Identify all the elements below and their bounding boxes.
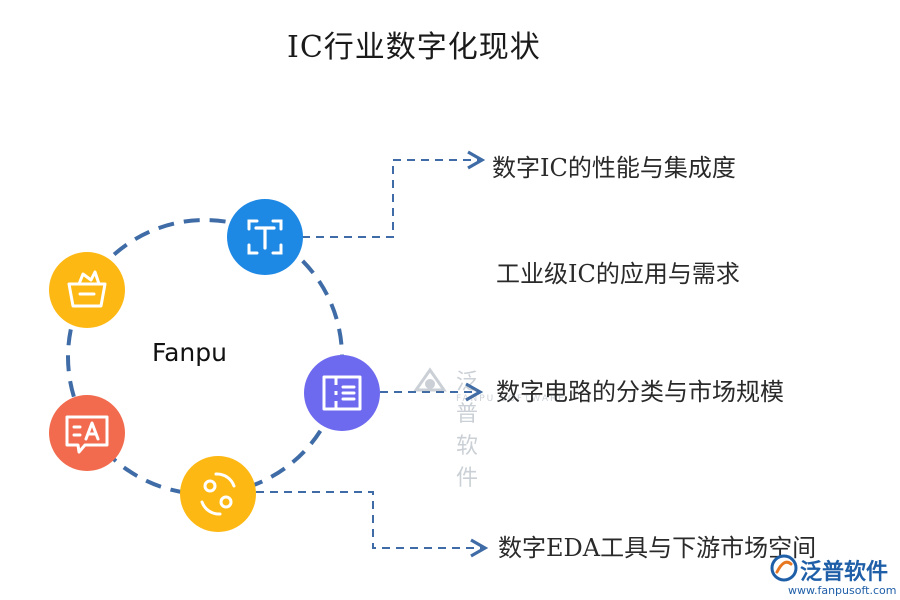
- brand-name: 泛普软件: [800, 560, 889, 585]
- watermark-name: 泛普软件: [456, 370, 479, 491]
- node-basket: [49, 252, 125, 328]
- node-text-t: [227, 199, 303, 275]
- diagram-title: IC行业数字化现状: [287, 30, 541, 65]
- item-label-4: 数字EDA工具与下游市场空间: [498, 534, 817, 562]
- node-ticket: [304, 355, 380, 431]
- exchange-cycle-icon: [180, 456, 256, 532]
- center-label: Fanpu: [152, 338, 227, 367]
- item-label-1: 数字IC的性能与集成度: [492, 154, 736, 182]
- item-label-2: 工业级IC的应用与需求: [496, 260, 740, 288]
- connector-1: [302, 150, 486, 238]
- node-cycle: [180, 456, 256, 532]
- shopping-basket-icon: [49, 252, 125, 328]
- item-label-3: 数字电路的分类与市场规模: [496, 378, 784, 406]
- text-t-icon: [227, 199, 303, 275]
- brand-url: www.fanpusoft.com: [788, 584, 897, 597]
- brand-logo-icon: [770, 554, 798, 582]
- ticket-list-icon: [304, 355, 380, 431]
- chat-translate-icon: [49, 395, 125, 471]
- connector-4: [256, 491, 489, 558]
- brand-logo: 泛普软件 www.fanpusoft.com: [770, 554, 896, 597]
- watermark: 泛普软件 FANPU SOFTWARE: [412, 364, 564, 491]
- node-chat: [49, 395, 125, 471]
- watermark-logo-icon: [413, 367, 447, 392]
- watermark-sub: FANPU SOFTWARE: [456, 394, 566, 404]
